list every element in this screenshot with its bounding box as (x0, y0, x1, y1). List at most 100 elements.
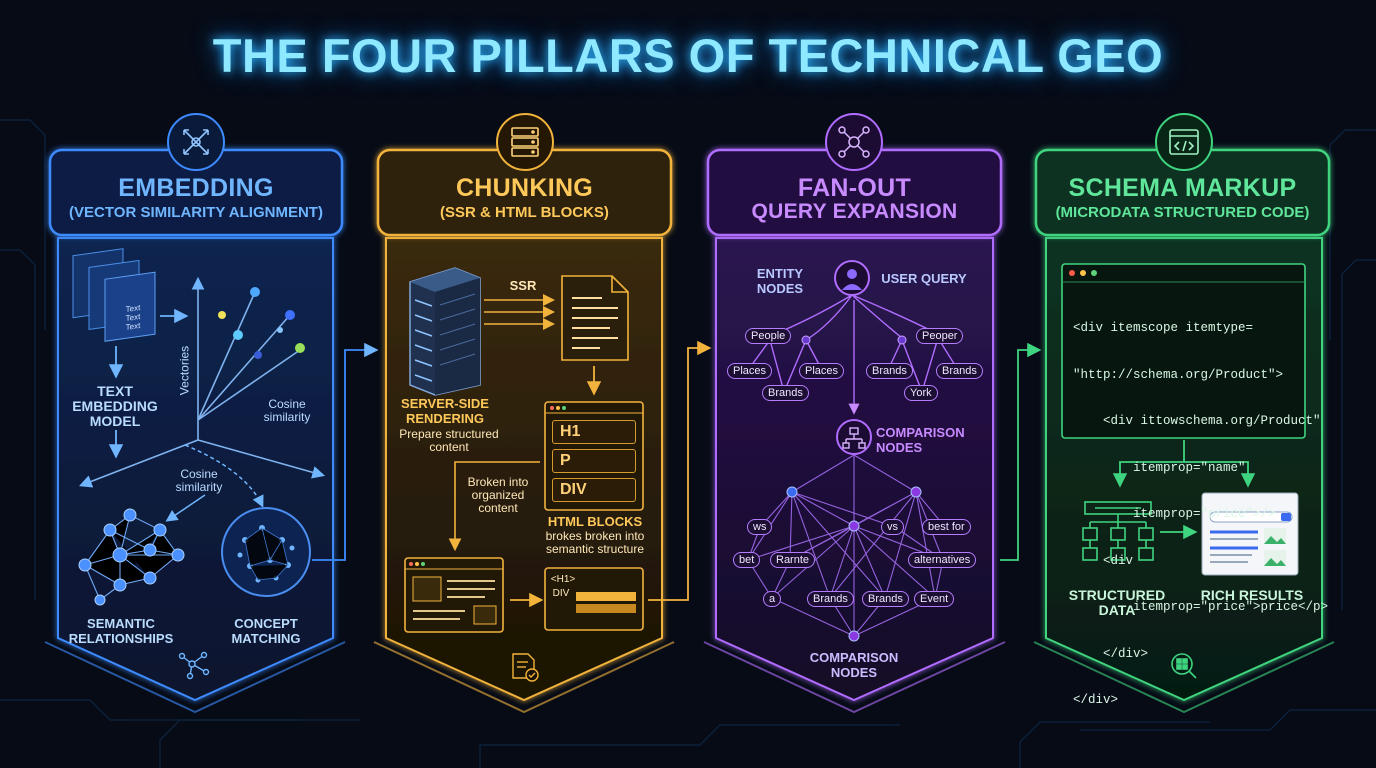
pill-event: Event (914, 591, 955, 607)
label-line: semantic structure (545, 542, 645, 556)
label-line: similarity (263, 410, 311, 424)
cosine-label-2: Cosine similarity (164, 468, 234, 494)
document-icon (561, 275, 629, 361)
text-documents (72, 248, 156, 342)
label-line: NODES (830, 665, 878, 680)
tag-div: DIV (552, 478, 636, 502)
pill-best-for: best for (922, 519, 971, 535)
bottom-comparison-label: COMPARISON NODES (794, 650, 914, 680)
pill-brands: Brands (762, 385, 809, 401)
label-line: RENDERING (405, 411, 484, 426)
code-line: itemprop="name" (1073, 460, 1246, 475)
tag-h1: H1 (552, 420, 636, 444)
search-results-icon (1171, 653, 1197, 679)
pill-york: York (904, 385, 938, 401)
code-line: "http://schema.org/Product"> (1073, 367, 1284, 382)
pill-brands: Brands (866, 363, 913, 379)
entity-nodes-label: ENTITY NODES (740, 266, 820, 296)
entity-tree (747, 294, 959, 415)
code-line: <div (1073, 553, 1134, 568)
label-line: SERVER-SIDE (401, 396, 489, 411)
pill-bet: bet (733, 552, 761, 568)
label-line: SEMANTIC (87, 616, 155, 631)
rich-results-label: RICH RESULTS (1200, 587, 1304, 603)
label-line: EMBEDDING (72, 398, 158, 414)
label-line: content (478, 501, 518, 515)
label-line: COMPARISON (876, 425, 965, 440)
label-line: Cosine (180, 467, 218, 481)
server-tower (409, 267, 481, 396)
mini-div-label: DIV (552, 588, 570, 599)
label-line: organized (471, 488, 525, 502)
pill-brands: Brands (807, 591, 854, 607)
label-line: Cosine (268, 397, 306, 411)
schema-title: SCHEMA MARKUP (1068, 174, 1297, 202)
pill-ws: ws (747, 519, 773, 535)
label-line: content (429, 440, 469, 454)
chunking-subtitle: (SSR & HTML BLOCKS) (440, 204, 609, 221)
semantic-relationships-label: SEMANTIC RELATIONSHIPS (66, 616, 176, 646)
html-blocks-label: HTML BLOCKS (547, 514, 643, 529)
label-line: NODES (756, 281, 804, 296)
label-line: COMPARISON (809, 650, 899, 665)
pillar-embedding (44, 113, 379, 714)
code-window (1061, 263, 1306, 439)
structured-data-label: STRUCTURED DATA (1062, 588, 1172, 618)
label-line: TEXT (97, 383, 133, 399)
concept-matching-label: CONCEPT MATCHING (216, 616, 316, 646)
pillar-fanout (703, 113, 1006, 714)
label-line: STRUCTURED (1068, 587, 1166, 603)
schema-subtitle: (MICRODATA STRUCTURED CODE) (1055, 204, 1310, 221)
structured-data-tree (1082, 501, 1154, 561)
network-icon (178, 651, 210, 680)
pill-brands: Brands (862, 591, 909, 607)
pill-rarnte: Rarnte (770, 552, 816, 568)
broken-into-label: Broken into organized content (458, 476, 538, 515)
pill-a: a (763, 591, 782, 607)
embedding-title: EMBEDDING (118, 174, 274, 202)
html-blocks-desc: brokes broken into semantic structure (524, 530, 666, 556)
pill-vs: vs (881, 519, 904, 535)
label-line: DATA (1098, 602, 1136, 618)
code-line: itemprop="price">/> (1073, 507, 1276, 521)
server-side-rendering-label: SERVER-SIDE RENDERING (390, 396, 500, 426)
label-line: similarity (175, 480, 223, 494)
fanout-subtitle: QUERY EXPANSION (751, 200, 958, 223)
label-line: brokes broken into (545, 529, 645, 543)
pill-people: People (745, 328, 792, 344)
mini-h1-label: <H1> (550, 574, 576, 585)
page-title: THE FOUR PILLARS OF TECHNICAL GEO (212, 29, 1164, 82)
vector-points (218, 287, 305, 359)
code-line: itemprop="price">price</p> (1073, 600, 1329, 614)
label-line: CONCEPT (234, 616, 298, 631)
code-line: </div> (1073, 693, 1119, 707)
pill-peoper: Peoper (916, 328, 964, 344)
pill-brands: Brands (936, 363, 983, 379)
pill-places: Places (799, 363, 845, 379)
label-line: NODES (876, 440, 923, 455)
pill-places: Places (727, 363, 773, 379)
fanout-title: FAN-OUT (797, 174, 912, 202)
label-line: ENTITY (756, 266, 804, 281)
ssr-label: SSR (509, 278, 537, 293)
server-stack-icon (496, 113, 554, 171)
tag-p: P (552, 449, 636, 473)
prepare-content-label: Prepare structured content (390, 428, 508, 454)
cosine-label-1: Cosine similarity (252, 398, 322, 424)
user-query-label: USER QUERY (881, 271, 967, 286)
code-line: <div ittowschema.org/Product" (1073, 414, 1321, 428)
pill-alternatives: alternatives (908, 552, 977, 568)
chunking-title: CHUNKING (455, 174, 594, 202)
circuit-traces (0, 119, 1376, 768)
schema-code-block: <div itemscope itemtype= "http://schema.… (1073, 290, 1328, 724)
label-line: RELATIONSHIPS (68, 631, 174, 646)
axis-label: Vectories (177, 345, 192, 396)
comparison-nodes-label: COMPARISON NODES (876, 425, 976, 455)
label-line: Prepare structured (399, 427, 499, 441)
code-line: </div> (1073, 646, 1149, 661)
code-line: <div itemscope itemtype= (1073, 321, 1254, 335)
pillar-schema (1000, 113, 1335, 714)
document-check-icon (512, 653, 539, 682)
label-line: MATCHING (231, 631, 301, 646)
